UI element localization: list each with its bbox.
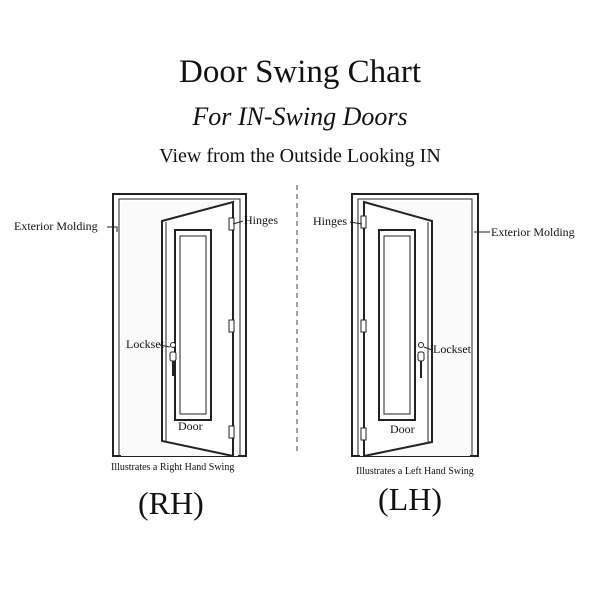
- lh-exterior-molding-label: Exterior Molding: [491, 225, 575, 239]
- lh-lockset-icon: [417, 342, 425, 378]
- lh-code: (LH): [378, 481, 442, 517]
- lh-hinge-middle-icon: [360, 319, 367, 333]
- rh-door-label: Door: [178, 419, 203, 433]
- rh-glass-panel-inner: [179, 235, 207, 415]
- rh-door-slab: [161, 200, 234, 458]
- lh-door-label: Door: [390, 422, 415, 436]
- lh-lockset-label: Lockset: [433, 342, 472, 356]
- rh-hinge-leader: [232, 220, 244, 225]
- rh-code: (RH): [138, 485, 204, 521]
- view-description: View from the Outside Looking IN: [159, 145, 441, 167]
- chart-title: Door Swing Chart: [179, 54, 421, 90]
- right-hand-door-illustration: Exterior Molding Hinges Lockset Door Ill…: [14, 193, 278, 521]
- lh-glass-panel-outer: [378, 229, 416, 421]
- rh-molding-leader: [107, 226, 118, 232]
- rh-lockset-label: Lockset: [126, 337, 165, 351]
- rh-hinge-bottom-icon: [228, 425, 235, 439]
- lh-hinges-label: Hinges: [313, 214, 347, 228]
- lh-glass-panel-inner: [383, 235, 411, 415]
- rh-glass-panel-outer: [174, 229, 212, 421]
- lh-hinge-leader: [349, 221, 363, 225]
- rh-lockset-leader: [159, 344, 171, 348]
- rh-hinge-middle-icon: [228, 319, 235, 333]
- lh-lockset-leader: [423, 346, 433, 351]
- lh-door-slab: [363, 200, 433, 458]
- rh-hinges-label: Hinges: [244, 213, 278, 227]
- left-hand-door-illustration: Hinges Exterior Molding Lockset Door Ill…: [313, 193, 575, 517]
- rh-lockset-icon: [169, 342, 177, 376]
- chart-subtitle: For IN-Swing Doors: [192, 102, 408, 131]
- rh-caption: Illustrates a Right Hand Swing: [111, 462, 234, 473]
- lh-hinge-top-icon: [360, 215, 367, 229]
- lh-caption: Illustrates a Left Hand Swing: [356, 466, 474, 477]
- rh-exterior-molding-label: Exterior Molding: [14, 219, 98, 233]
- lh-hinge-bottom-icon: [360, 427, 367, 441]
